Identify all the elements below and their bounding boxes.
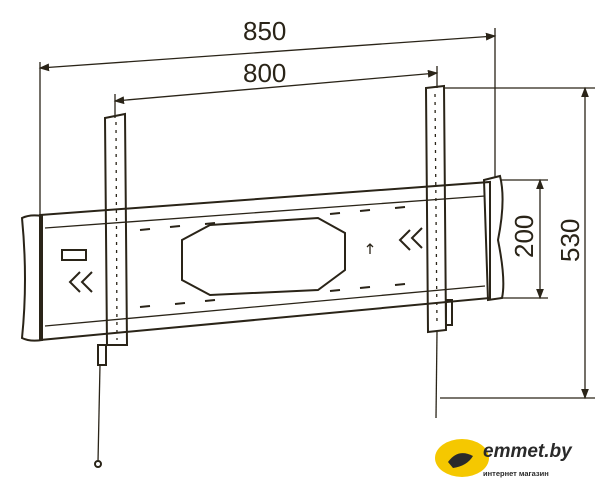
chevron-left-icon [398, 227, 423, 251]
chevron-left-icon [68, 271, 93, 293]
right-arm [424, 84, 453, 419]
level-indicator [61, 249, 87, 261]
logo-name: emmet.by [483, 441, 573, 462]
left-arm [94, 112, 129, 468]
dimension-800: 800 [113, 58, 439, 118]
width-800-label: 800 [243, 58, 286, 88]
height-200-label: 200 [509, 215, 539, 258]
wall-plate [20, 174, 505, 342]
arrow-up-icon [366, 243, 374, 254]
dimension-530: 530 [440, 86, 595, 400]
width-850-label: 850 [243, 16, 286, 46]
emmet-logo: emmet.by интернет магазин [435, 439, 573, 478]
slot-row-top [139, 206, 406, 231]
slot-row-bottom [139, 283, 406, 308]
logo-tagline: интернет магазин [483, 469, 549, 478]
dimension-200: 200 [500, 178, 548, 300]
dimension-850: 850 [38, 16, 497, 215]
height-530-label: 530 [555, 219, 585, 262]
